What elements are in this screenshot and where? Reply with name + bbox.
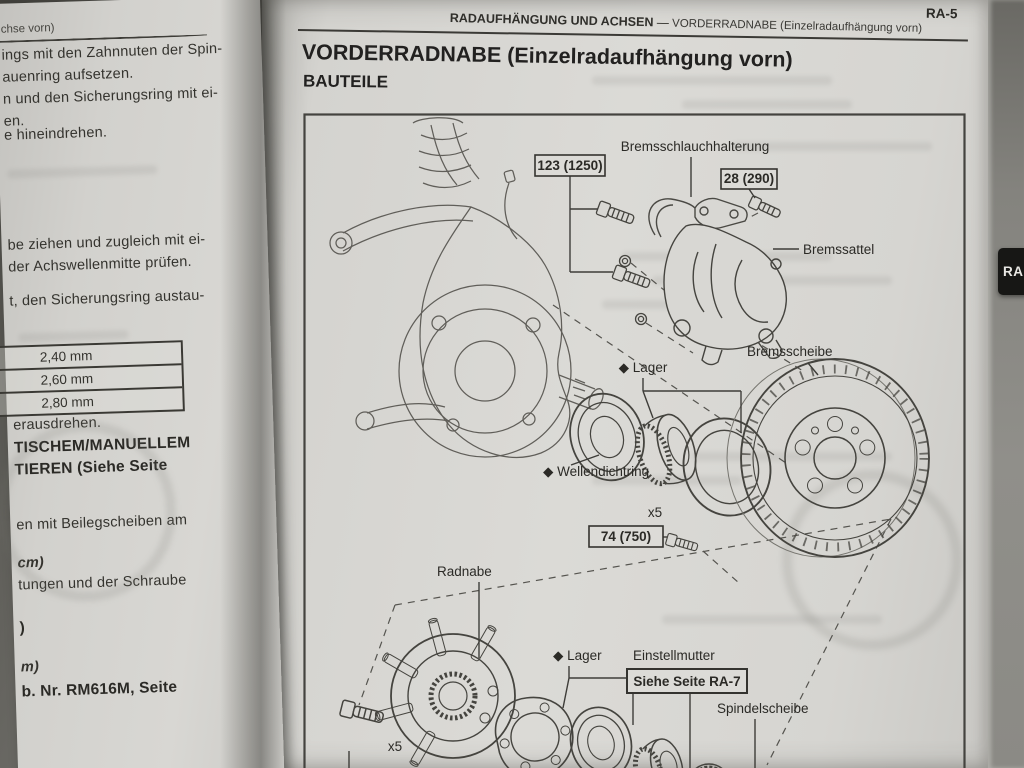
reference-box-text: Siehe Seite RA-7 [633,674,740,689]
parts-diagram: Bremsschlauchhalterung 123 (1250) 28 (29… [303,113,966,768]
section-thumb-tab: RA [998,248,1024,295]
fasteners [339,195,781,723]
header-section: RADAUFHÄNGUNG UND ACHSEN [449,10,654,30]
bleed-through-mark [662,615,882,624]
caliper-bolt-lower [611,264,651,288]
bleed-through-mark [7,164,158,179]
text-line: n und den Sicherungsring mit ei- [2,85,219,108]
torque-value-hose-bracket: 28 (290) [724,171,774,186]
qty-label-disc-bolts: x5 [648,505,662,520]
leader-lines [348,157,819,768]
hose-bracket-bolt [747,195,781,218]
text-line: t, den Sicherungsring austau- [9,287,205,310]
right-page: RADAUFHÄNGUNG UND ACHSEN — VORDERRADNABE… [262,0,988,768]
spindle-washer-drawing [695,763,723,768]
bleed-through-mark [692,452,892,461]
bleed-through-mark [732,142,932,151]
left-page: chse vorn) ings mit den Zahnnuten der Sp… [0,0,285,768]
bleed-through-mark [592,76,832,85]
caliper-bolt-upper [595,200,635,224]
page-subtitle: BAUTEILE [302,71,389,92]
text-line: b. Nr. RM616M, Seite [21,678,178,701]
text-line: auenring aufsetzen. [2,65,134,86]
text-line: e hineindrehen. [3,124,108,144]
bleed-through-mark [592,476,742,485]
part-label-bremssattel: Bremssattel [803,242,874,257]
diagram-frame [303,113,966,768]
text-line: m) [20,658,40,676]
brake-disc-drawing [726,358,930,558]
torque-box-hose-bracket: 28 (290) [720,168,778,190]
torque-value-caliper: 123 (1250) [537,158,602,173]
page-number: RA-5 [925,5,958,22]
book-edge [988,0,1024,768]
left-page-header-fragment: chse vorn) [0,22,55,36]
disc-bolt [665,532,699,552]
bleed-through-mark [682,100,852,109]
text-line: ings mit den Zahnnuten der Spin- [1,40,223,64]
dashed-guide-lines [358,212,892,766]
brake-caliper-drawing [663,223,787,366]
part-label-bremsscheibe: Bremsscheibe [747,344,833,359]
reference-box: Siehe Seite RA-7 [626,668,748,694]
text-line: ) [19,619,26,637]
spec-table-row: 2,80 mm [0,388,183,417]
torque-value-hub: 74 (750) [601,529,651,544]
tapered-bearing-lower [632,738,684,768]
knuckle-suspension-drawing [329,117,604,458]
part-label-lager-lower: ◆ Lager [553,648,602,663]
torque-box-hub: 74 (750) [588,525,664,548]
seal-ring-upper [569,392,645,482]
part-label-spindelscheibe: Spindelscheibe [717,701,809,716]
bleed-through-mark [18,329,129,343]
washer-upper [618,254,632,268]
section-tab-label: RA [1003,264,1024,279]
part-label-bremsschlauchhalterung: Bremsschlauchhalterung [621,139,770,154]
wheel-hub-drawing [374,617,516,767]
torque-box-caliper: 123 (1250) [534,154,606,177]
qty-label-hub-bolts: x5 [388,739,402,754]
brake-hose-bracket-drawing [648,197,748,238]
text-line: be ziehen und zugleich mit ei- [7,231,206,254]
flange-plate-drawing [494,696,574,768]
bleed-through-ring [782,470,962,650]
header-subsection: VORDERRADNABE (Einzelradaufhängung vorn) [671,17,923,35]
page-title: VORDERRADNABE (Einzelradaufhängung vorn) [301,40,793,72]
text-line: der Achswellenmitte prüfen. [8,253,192,276]
washer-lower [634,312,648,326]
header-separator: — [653,15,673,30]
part-label-einstellmutter: Einstellmutter [633,648,715,663]
seal-ring-lower [569,706,633,768]
part-label-radnabe: Radnabe [437,564,492,579]
part-label-wellendichtring: ◆ Wellendichtring [543,464,649,479]
part-label-lager-upper: ◆ Lager [619,360,668,375]
hub-studs [374,617,497,767]
spec-table: 2,40 mm 2,60 mm 2,80 mm [0,340,185,419]
